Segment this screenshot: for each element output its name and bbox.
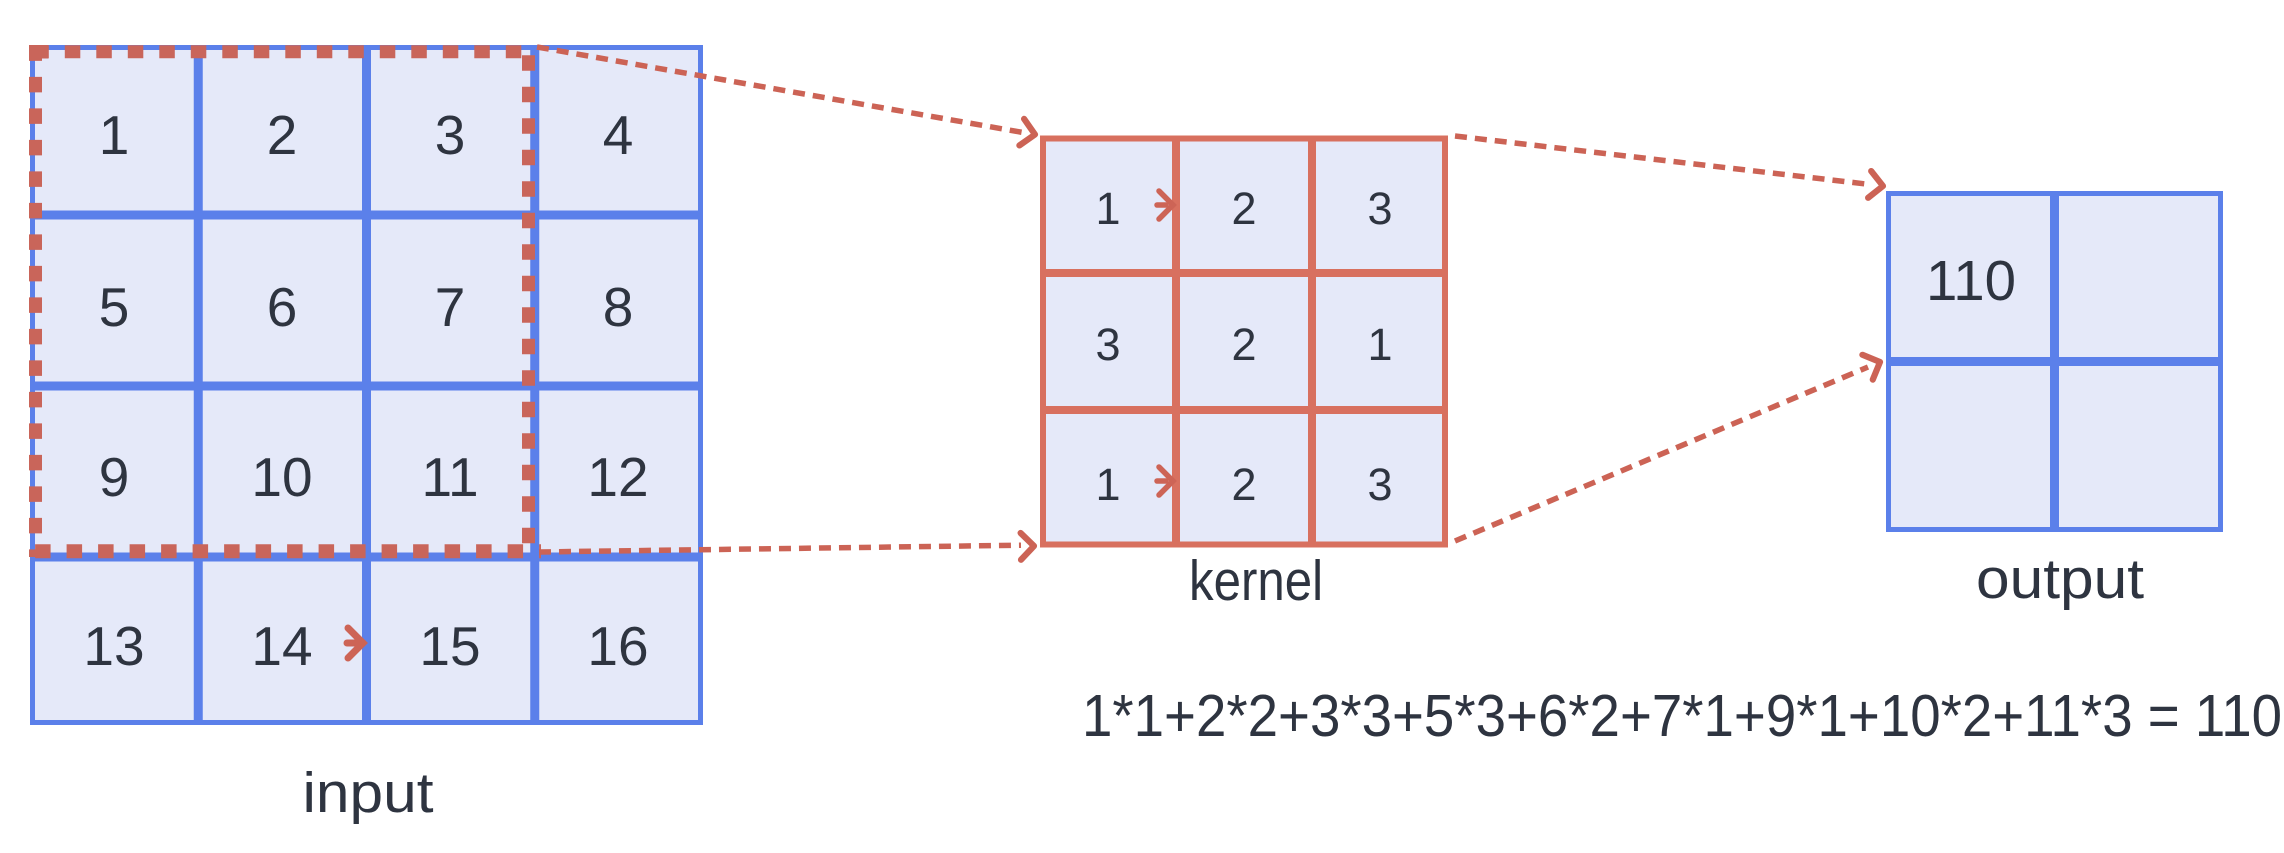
svg-text:2: 2 bbox=[1231, 319, 1256, 370]
svg-text:8: 8 bbox=[603, 276, 634, 338]
svg-text:16: 16 bbox=[587, 615, 648, 677]
svg-text:1: 1 bbox=[1095, 459, 1120, 510]
svg-text:13: 13 bbox=[83, 615, 144, 677]
svg-text:3: 3 bbox=[1367, 183, 1392, 234]
svg-text:2: 2 bbox=[1231, 183, 1256, 234]
svg-text:kernel: kernel bbox=[1189, 549, 1323, 613]
svg-text:3: 3 bbox=[1095, 319, 1120, 370]
svg-text:9: 9 bbox=[99, 446, 130, 508]
svg-text:3: 3 bbox=[1367, 459, 1392, 510]
svg-text:15: 15 bbox=[419, 615, 480, 677]
svg-text:2: 2 bbox=[1231, 459, 1256, 510]
svg-text:1: 1 bbox=[1095, 183, 1120, 234]
svg-text:2: 2 bbox=[267, 104, 298, 166]
svg-text:4: 4 bbox=[603, 104, 634, 166]
svg-text:12: 12 bbox=[587, 446, 648, 508]
svg-text:14: 14 bbox=[251, 615, 312, 677]
svg-text:3: 3 bbox=[435, 104, 466, 166]
svg-text:10: 10 bbox=[251, 446, 312, 508]
svg-text:11: 11 bbox=[421, 446, 478, 508]
svg-text:1: 1 bbox=[99, 104, 130, 166]
svg-text:6: 6 bbox=[267, 276, 298, 338]
svg-text:output: output bbox=[1976, 547, 2144, 611]
svg-text:input: input bbox=[303, 761, 434, 825]
svg-text:1: 1 bbox=[1367, 319, 1392, 370]
svg-text:7: 7 bbox=[435, 276, 466, 338]
svg-text:1*1+2*2+3*3+5*3+6*2+7*1+9*1+10: 1*1+2*2+3*3+5*3+6*2+7*1+9*1+10*2+11*3 = … bbox=[1082, 683, 2282, 749]
svg-text:110: 110 bbox=[1926, 249, 2016, 313]
svg-text:5: 5 bbox=[99, 276, 130, 338]
